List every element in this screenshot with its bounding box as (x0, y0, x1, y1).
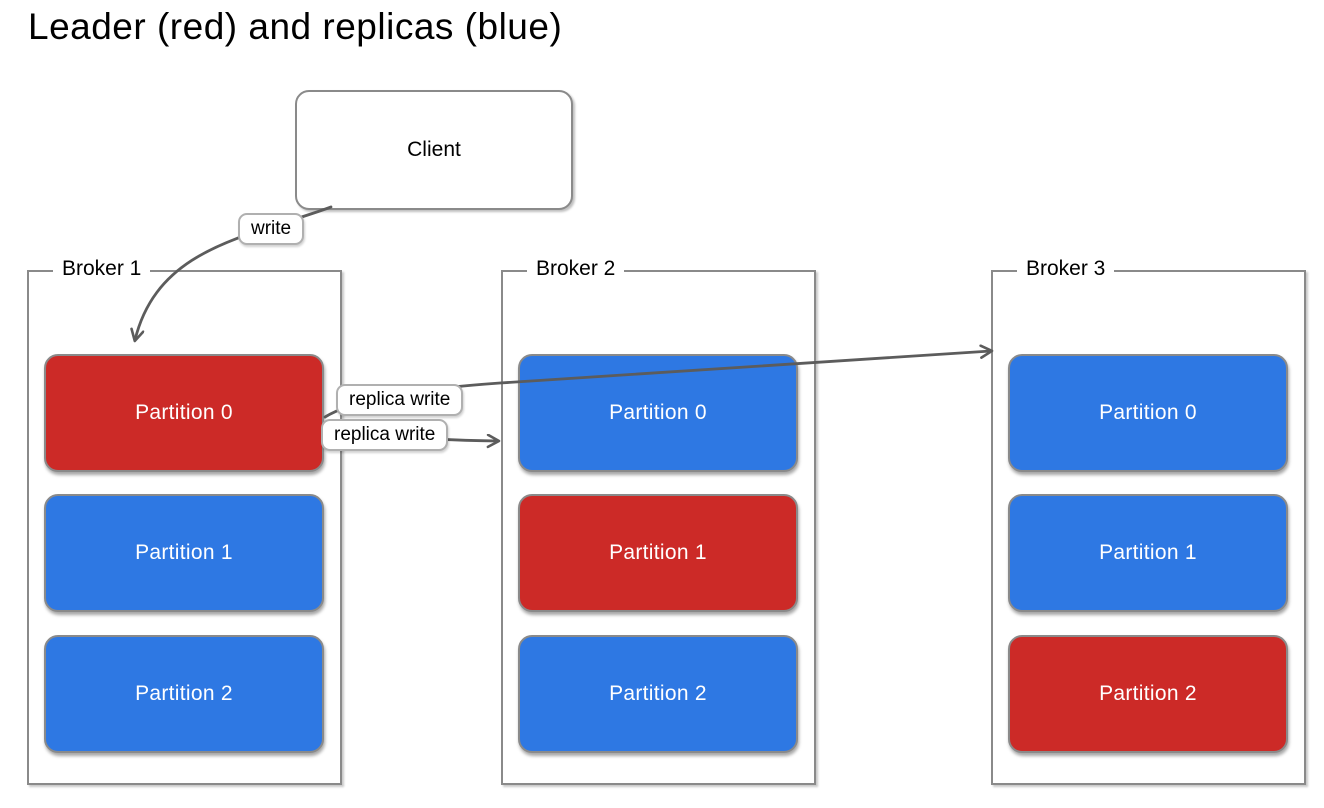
replica-write-label-bottom: replica write (321, 419, 449, 451)
partition-label: Partition 2 (1099, 682, 1197, 705)
partition-label: Partition 1 (1099, 541, 1197, 564)
partition-label: Partition 1 (135, 541, 233, 564)
client-label: Client (407, 138, 461, 161)
diagram-title: Leader (red) and replicas (blue) (28, 6, 563, 47)
broker-3-node: Broker 3 Partition 0 Partition 1 Partiti… (991, 257, 1306, 785)
broker-1-partition-1: Partition 1 (44, 494, 324, 612)
partition-label: Partition 2 (609, 682, 707, 705)
broker-3-partition-0: Partition 0 (1008, 354, 1288, 472)
partition-label: Partition 1 (609, 541, 707, 564)
replica-write-label-top: replica write (336, 384, 464, 416)
partition-label: Partition 0 (135, 401, 233, 424)
broker-2-partition-2: Partition 2 (518, 635, 798, 753)
broker-1-partition-0: Partition 0 (44, 354, 324, 472)
broker-1-label: Broker 1 (53, 257, 151, 281)
broker-1-node: Broker 1 Partition 0 Partition 1 Partiti… (27, 257, 342, 785)
partition-label: Partition 2 (135, 682, 233, 705)
broker-3-label: Broker 3 (1017, 257, 1115, 281)
broker-2-partition-1: Partition 1 (518, 494, 798, 612)
broker-2-label: Broker 2 (527, 257, 625, 281)
broker-2-partition-0: Partition 0 (518, 354, 798, 472)
broker-1-partition-2: Partition 2 (44, 635, 324, 753)
partition-label: Partition 0 (609, 401, 707, 424)
broker-2-node: Broker 2 Partition 0 Partition 1 Partiti… (501, 257, 816, 785)
write-arrow-label: write (238, 213, 305, 245)
broker-3-partition-2: Partition 2 (1008, 635, 1288, 753)
partition-label: Partition 0 (1099, 401, 1197, 424)
broker-3-partition-1: Partition 1 (1008, 494, 1288, 612)
client-node: Client (295, 90, 573, 210)
